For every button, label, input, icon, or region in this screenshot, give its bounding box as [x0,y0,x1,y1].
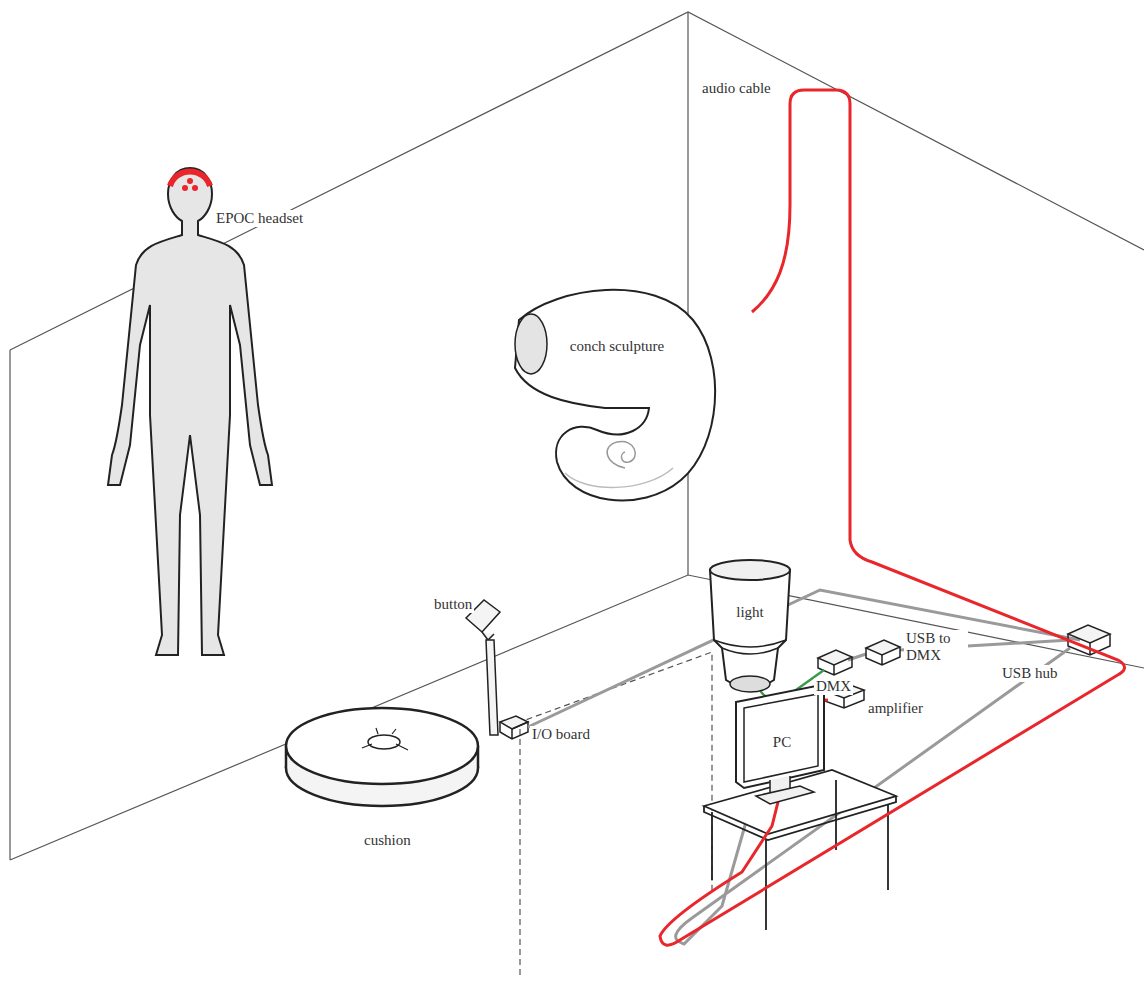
part-label: EPOC headset [214,210,305,227]
pc-monitor: PC [730,684,830,809]
node-label: PC [773,734,791,751]
person-figure [108,168,272,655]
part-label: I/O board [530,726,592,743]
conch-sculpture: conch sculpture [505,268,720,513]
usb-cables [528,590,1080,944]
audio-cable [660,90,1125,945]
part-label: USB hub [1000,665,1059,682]
node-label: light [736,604,764,621]
part-label: DMX [814,678,853,695]
light-shape [702,556,798,706]
table [704,770,896,930]
stage-light: light [702,556,798,706]
usb-hub [1068,625,1110,655]
part-label: button [432,596,474,613]
part-label: USB to DMX [904,630,968,665]
conch-shape [505,268,720,513]
epoc-headset [170,171,210,191]
room-edges [10,12,1144,860]
dmx-boxes [818,640,900,675]
part-label: cushion [362,832,413,849]
button-stand [466,600,528,739]
cable-label: audio cable [700,80,773,97]
node-label: conch sculpture [570,338,665,355]
cushion [286,708,478,806]
part-label: amplifier [866,700,925,717]
